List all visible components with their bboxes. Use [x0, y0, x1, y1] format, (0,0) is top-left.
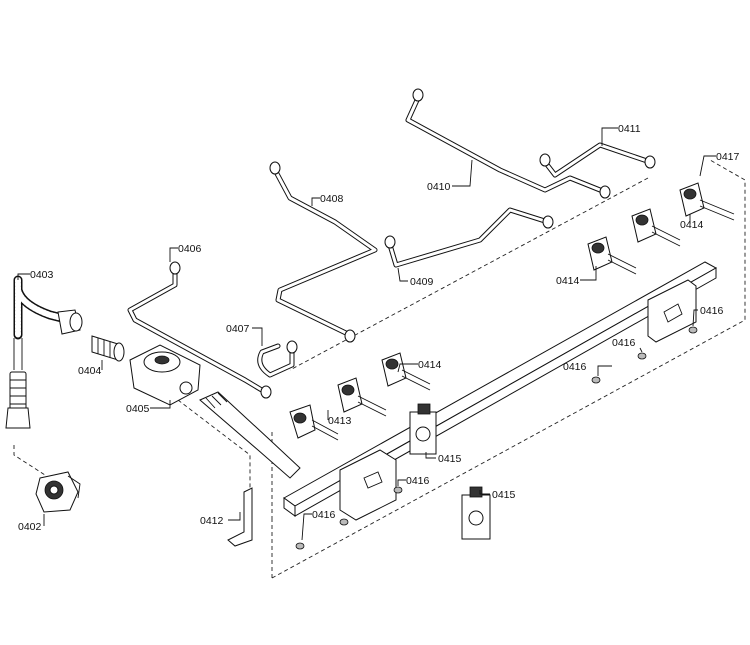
- label-0416-c: 0416: [563, 361, 587, 373]
- switch-lower: [461, 486, 491, 540]
- label-0417: 0417: [716, 151, 740, 163]
- hose-fitting: [57, 309, 83, 335]
- label-0411: 0411: [618, 123, 641, 135]
- valve-0414-rear-b: [631, 208, 681, 247]
- label-0404: 0404: [78, 365, 102, 377]
- label-0409: 0409: [410, 276, 434, 288]
- label-0414-rear-c: 0414: [680, 219, 704, 231]
- tube-nuts: [169, 88, 656, 399]
- label-0414-rear-a: 0414: [556, 275, 580, 287]
- assembly-boundary: [13, 159, 746, 579]
- label-0416-b: 0416: [406, 475, 430, 487]
- callout-labels: 0402 0403 0404 0405 0406 0407 0408 0409 …: [18, 123, 740, 533]
- label-0413: 0413: [328, 415, 352, 427]
- leader-lines: [17, 127, 716, 541]
- label-0408: 0408: [320, 193, 344, 205]
- label-0407: 0407: [226, 323, 250, 335]
- screws: [295, 326, 698, 550]
- valve-0414-rear-c: [679, 182, 735, 221]
- pressure-regulator: [129, 344, 201, 406]
- ignition-switches: [409, 403, 491, 540]
- label-0415-lower: 0415: [492, 489, 516, 501]
- burner-valves: [289, 182, 735, 441]
- nipple-fitting: [91, 335, 125, 362]
- label-0410: 0410: [427, 181, 451, 193]
- support-bracket: [227, 487, 253, 547]
- label-0412: 0412: [200, 515, 224, 527]
- label-0416-e: 0416: [700, 305, 724, 317]
- valve-0414-rear-a: [587, 236, 637, 275]
- label-0416-d: 0416: [612, 337, 636, 349]
- shutoff-valve: [35, 471, 81, 513]
- label-0415-upper: 0415: [438, 453, 462, 465]
- flex-hose: [5, 275, 83, 429]
- switch-upper: [409, 403, 437, 455]
- label-0416-a: 0416: [312, 509, 336, 521]
- label-0414-front: 0414: [418, 359, 442, 371]
- valve-0413: [289, 404, 339, 441]
- label-0403: 0403: [30, 269, 54, 281]
- manifold-bar: [199, 261, 718, 521]
- valve-0414-mid: [381, 352, 431, 391]
- valve-0414-front: [337, 377, 387, 417]
- gas-tubes: [127, 88, 656, 399]
- label-0405: 0405: [126, 403, 150, 415]
- label-0402: 0402: [18, 521, 42, 533]
- label-0406: 0406: [178, 243, 202, 255]
